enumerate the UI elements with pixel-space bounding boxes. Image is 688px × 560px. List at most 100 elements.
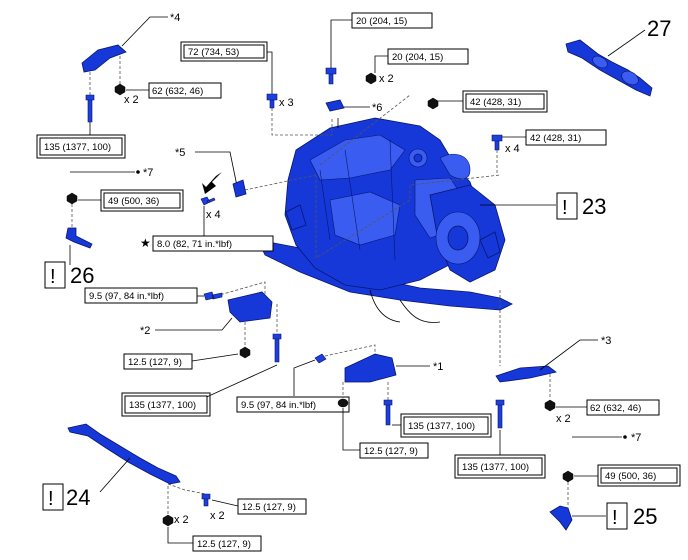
callout-1: *1 xyxy=(433,361,443,373)
torque-value: 20 (204, 15) xyxy=(356,16,407,27)
bolt-icon xyxy=(491,134,503,151)
nut-icon xyxy=(365,72,377,85)
torque-box-double xyxy=(36,134,126,159)
qty-label: x 2 xyxy=(124,94,139,106)
qty-label: x 2 xyxy=(556,413,571,425)
torque-value: 12.5 (127, 9) xyxy=(242,502,296,513)
mount-bracket-4 xyxy=(81,44,127,73)
engine-hanger-callout: *6 xyxy=(372,102,382,114)
torque-box xyxy=(192,535,262,552)
step-25: 25 xyxy=(633,504,657,529)
step-23: 23 xyxy=(582,194,606,219)
torque-value: 9.5 (97, 84 in.*lbf) xyxy=(241,400,316,411)
torque-value: 49 (500, 36) xyxy=(605,471,656,482)
torque-value: 9.5 (97, 84 in.*lbf) xyxy=(89,291,164,302)
dot-icon xyxy=(136,170,140,174)
callout-4: *4 xyxy=(170,12,180,24)
bracket-3: *3 x 2 62 (632, 46) 135 (1377, 100) xyxy=(454,290,660,479)
torque-box xyxy=(152,235,274,252)
torque-box-double xyxy=(100,189,184,212)
star-icon: ★ xyxy=(140,236,151,250)
link-icon xyxy=(65,227,93,249)
nut-icon xyxy=(544,399,556,412)
torque-value: 42 (428, 31) xyxy=(470,97,521,108)
torque-box xyxy=(586,399,660,416)
warning-icon: ! xyxy=(612,507,618,529)
bracket-1: 9.5 (97, 84 in.*lbf) *1 12.5 (127, 9) 13… xyxy=(236,344,492,459)
torque-box xyxy=(236,396,350,413)
step-26: 26 xyxy=(70,263,94,288)
nut-icon xyxy=(114,83,126,96)
torque-box-double xyxy=(462,90,548,113)
torque-box xyxy=(387,48,469,65)
callout-7-left: *7 xyxy=(143,167,153,179)
torque-value: 20 (204, 15) xyxy=(392,52,443,63)
bracket-2-icon xyxy=(227,291,273,323)
torque-value: 135 (1377, 100) xyxy=(44,142,111,153)
bolt-icon xyxy=(272,333,282,363)
top-nut-20b: 20 (204, 15) x 2 xyxy=(365,48,469,85)
torque-box xyxy=(359,442,429,459)
torque-box-double xyxy=(400,413,492,438)
torque-box xyxy=(351,12,433,29)
stabilizer-bar: ! 24 x 2 12.5 (127, 9) x 2 12.5 (127, 9) xyxy=(42,423,307,552)
bracket-1-icon xyxy=(344,353,397,383)
qty-label: x 2 xyxy=(379,73,394,85)
torque-value: 135 (1377, 100) xyxy=(462,462,529,473)
torque-value: 62 (632, 46) xyxy=(152,86,203,97)
bolt-icon xyxy=(495,399,505,429)
engine-hanger: *6 xyxy=(325,99,382,114)
bracket-icon xyxy=(232,179,247,198)
torque-value: 12.5 (127, 9) xyxy=(197,539,251,550)
top-nut-42a: 42 (428, 31) xyxy=(427,90,548,113)
torque-box-double xyxy=(597,464,681,487)
torque-box xyxy=(148,82,222,99)
drive-shaft: 27 xyxy=(565,16,671,97)
qty-label: x 3 xyxy=(279,97,294,109)
bolt-icon xyxy=(201,493,211,507)
nut-icon xyxy=(427,97,439,110)
torque-box-double xyxy=(121,392,211,417)
callout-7-right: *7 xyxy=(631,432,641,444)
torque-box xyxy=(525,129,607,146)
bolt-icon xyxy=(325,67,337,85)
qty-label: x 2 xyxy=(210,510,225,522)
qty-label: x 4 xyxy=(505,143,520,155)
top-bolt-20a: 20 (204, 15) xyxy=(325,12,433,85)
nut-icon xyxy=(66,192,78,205)
warning-icon: ! xyxy=(48,488,54,510)
torque-value: 62 (632, 46) xyxy=(590,403,641,414)
left-stabilizer-link: *7 49 (500, 36) ! 26 xyxy=(44,167,184,289)
warning-box-23 xyxy=(556,192,578,220)
callout-2: *2 xyxy=(140,325,150,337)
warning-box-24 xyxy=(42,483,64,511)
bolt-icon xyxy=(314,353,327,364)
right-stabilizer-link: *7 49 (500, 36) ! 25 xyxy=(549,432,681,531)
step-24: 24 xyxy=(66,485,90,510)
engine-assembly xyxy=(257,117,513,323)
torque-box xyxy=(237,498,307,515)
bolt-icon xyxy=(203,291,223,301)
bolt-42b: 42 (428, 31) x 4 xyxy=(491,129,607,175)
nut-icon xyxy=(239,346,251,359)
torque-value: 8.0 (82, 71 in.*lbf) xyxy=(157,239,232,250)
top-bolt-72: 72 (734, 53) x 3 xyxy=(180,41,294,109)
qty-label: x 2 xyxy=(174,514,189,526)
drive-shaft-icon xyxy=(565,39,653,97)
torque-value: 72 (734, 53) xyxy=(188,47,239,58)
torque-value: 42 (428, 31) xyxy=(530,133,581,144)
torque-value: 12.5 (127, 9) xyxy=(128,357,182,368)
torque-box-double xyxy=(454,454,546,479)
bolt-icon xyxy=(266,93,278,109)
torque-value: 49 (500, 36) xyxy=(108,196,159,207)
arrow-icon xyxy=(202,172,222,194)
torque-box xyxy=(84,287,198,304)
qty-label: x 4 xyxy=(206,209,221,221)
callout-5: *5 xyxy=(175,147,185,159)
bolt-icon xyxy=(200,196,216,206)
nut-icon xyxy=(162,514,174,527)
nut-icon xyxy=(562,470,574,483)
warning-icon: ! xyxy=(50,266,56,288)
torque-box xyxy=(123,353,193,370)
